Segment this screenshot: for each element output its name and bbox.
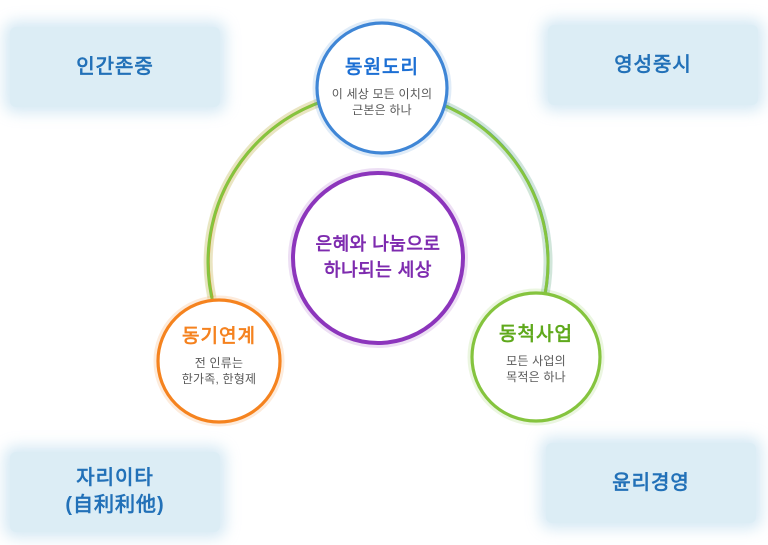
corner-box-bottom-right: 윤리경영	[546, 443, 756, 523]
center-circle	[291, 171, 465, 345]
bottom-right-node-subtitle-line2: 목적은 하나	[506, 370, 566, 384]
top-node-subtitle-line1: 이 세상 모든 이치의	[331, 86, 433, 101]
node-circles	[153, 18, 605, 427]
center-circle-slogan-line1: 은혜와 나눔으로	[315, 233, 441, 254]
center-circle-slogan: 은혜와 나눔으로 하나되는 세상	[316, 231, 441, 283]
corner-label-top-right: 영성중시	[614, 53, 692, 76]
center-circle-text: 은혜와 나눔으로 하나되는 세상	[316, 231, 441, 283]
bottom-left-node-text: 동기연계 전 인류는 한가족, 한형제	[182, 321, 257, 387]
bottom-right-node-subtitle: 모든 사업의 목적은 하나	[499, 353, 573, 385]
top-node-subtitle: 이 세상 모든 이치의 근본은 하나	[332, 86, 433, 118]
corner-label-bottom-left-line1: 자리이타	[76, 467, 154, 489]
bottom-left-node-subtitle-line2: 한가족, 한형제	[181, 372, 257, 386]
top-node-subtitle-line2: 근본은 하나	[352, 103, 412, 117]
bottom-left-node-subtitle: 전 인류는 한가족, 한형제	[182, 355, 257, 387]
corner-box-bottom-left: 자리이타 (自利利他)	[10, 452, 220, 532]
corner-label-top-left: 인간존중	[76, 55, 154, 78]
corner-label-bottom-right: 윤리경영	[612, 471, 690, 494]
top-node-text: 동원도리 이 세상 모든 이치의 근본은 하나	[332, 52, 433, 118]
top-node-circle	[315, 21, 449, 155]
bottom-right-node-text: 동척사업 모든 사업의 목적은 하나	[499, 319, 573, 385]
center-circle-slogan-line2: 하나되는 세상	[324, 260, 432, 280]
corner-box-top-right: 영성중시	[548, 25, 758, 105]
bottom-right-node-circle	[470, 291, 602, 423]
bottom-left-node-circle	[156, 298, 282, 424]
bottom-right-node-title: 동척사업	[499, 323, 573, 345]
bottom-left-node-subtitle-line1: 전 인류는	[194, 355, 244, 370]
corner-box-top-left: 인간존중	[10, 27, 220, 107]
bottom-right-node-subtitle-line1: 모든 사업의	[506, 353, 566, 368]
top-node-title: 동원도리	[345, 56, 419, 78]
bottom-left-node-title: 동기연계	[182, 325, 256, 347]
corner-label-bottom-left-line2: (自利利他)	[65, 494, 165, 516]
